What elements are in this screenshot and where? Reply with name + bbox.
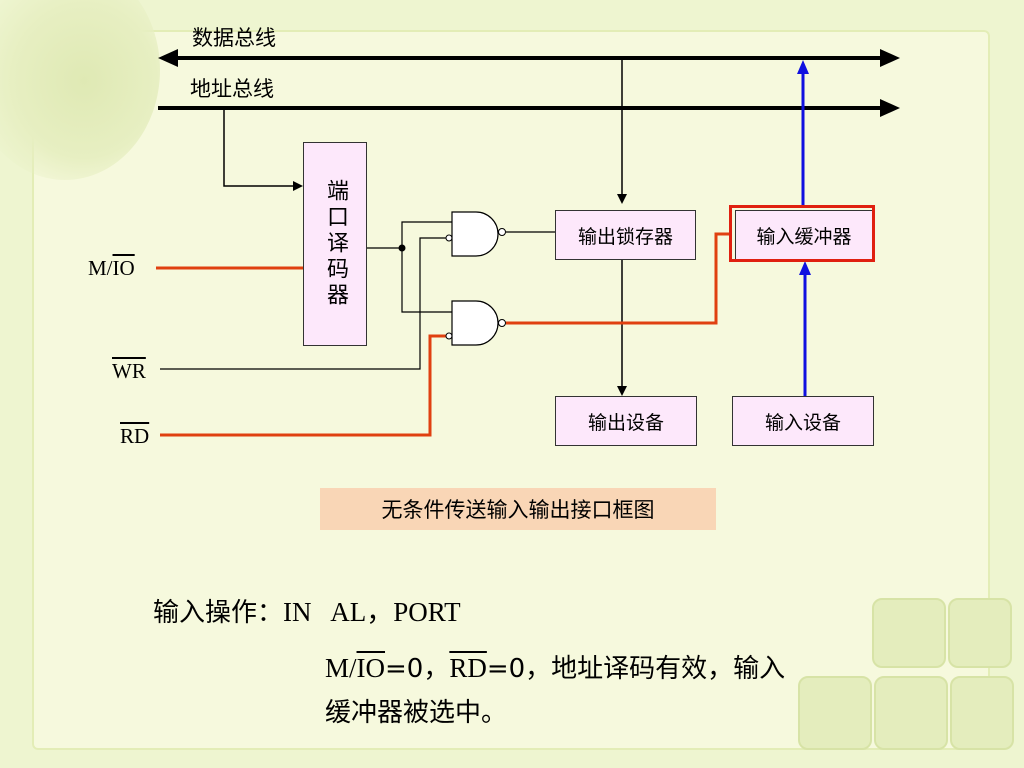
input-operation-line: 输入操作：IN AL，PORT (153, 590, 461, 629)
diagram-caption: 无条件传送输入输出接口框图 (320, 488, 716, 530)
data-bus-line (158, 49, 900, 67)
nand-gate-input (451, 300, 499, 346)
keyboard-key-decoration (874, 676, 948, 750)
signal-mio-label: M/IO (88, 258, 135, 279)
address-bus-line (158, 99, 900, 117)
input-device-box: 输入设备 (732, 396, 874, 446)
output-device-box: 输出设备 (555, 396, 697, 446)
keyboard-key-decoration (798, 676, 872, 750)
condition-line-2: 缓冲器被选中。 (325, 692, 507, 729)
signal-io-bar: IO (112, 256, 135, 280)
signal-rd-label: RD (120, 424, 150, 448)
condition-text-c: 缓冲器被选中。 (325, 698, 508, 728)
signal-mio-prefix: M/ (88, 256, 113, 280)
condition-io-bar: IO (356, 653, 386, 683)
output-latch-box: 输出锁存器 (555, 210, 696, 260)
input-buffer-box: 输入缓冲器 (735, 210, 873, 260)
input-operation-code: IN AL，PORT (283, 597, 461, 627)
condition-mio-prefix: M/ (325, 653, 357, 683)
slide-frame (32, 30, 990, 750)
condition-text-b: =0，地址译码有效，输入 (486, 654, 786, 684)
signal-wr-label: WR (112, 359, 146, 383)
port-decoder-label: 端口译码器 (323, 179, 348, 309)
keyboard-key-decoration (950, 676, 1014, 750)
condition-rd-bar: RD (449, 653, 487, 683)
condition-text-a: =0， (385, 654, 450, 684)
input-operation-label: 输入操作： (153, 598, 284, 628)
data-bus-label: 数据总线 (192, 26, 276, 50)
address-bus-label: 地址总线 (190, 77, 274, 101)
port-decoder-box: 端口译码器 (303, 142, 367, 346)
selected-highlight (729, 205, 875, 262)
keyboard-key-decoration (872, 598, 946, 668)
condition-line: M/IO=0，RD=0，地址译码有效，输入 (325, 648, 785, 685)
nand-gate-output (451, 211, 499, 257)
keyboard-key-decoration (948, 598, 1012, 668)
address-to-decoder-line (223, 108, 296, 187)
